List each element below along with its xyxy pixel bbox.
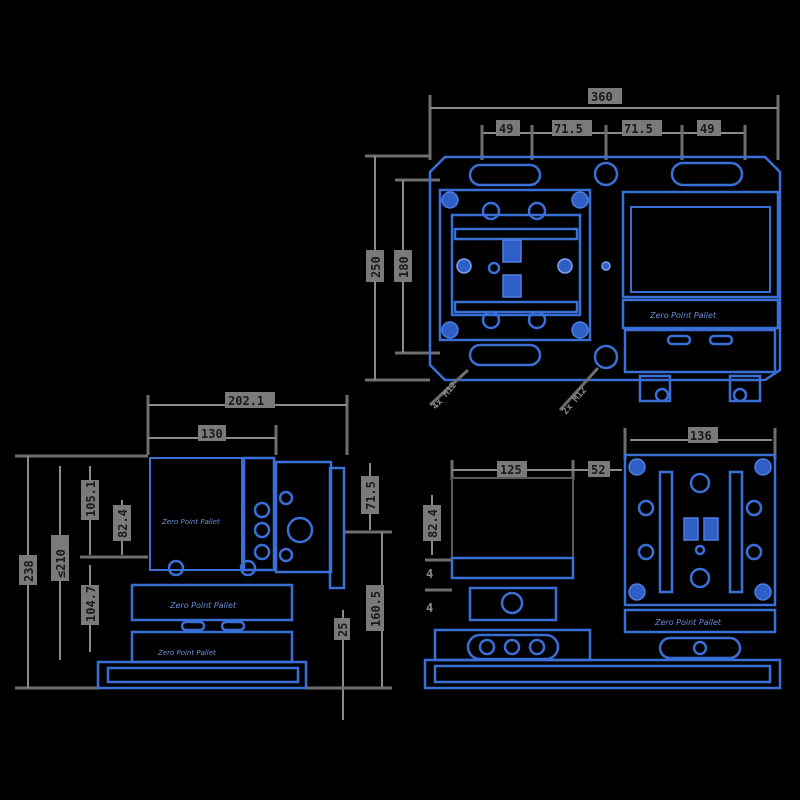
- dim-front-height-a: 82.4: [426, 509, 440, 538]
- dim-top-seg4: 49: [700, 122, 714, 136]
- plate-text-side-lower: Zero Point Pallet: [169, 601, 237, 610]
- plate-text-top-right: Zero Point Pallet: [649, 311, 717, 320]
- dim-side-lower-height: 104.7: [84, 586, 98, 622]
- plate-text-side-base: Zero Point Pallet: [157, 649, 216, 657]
- dim-front-left-width: 125: [500, 463, 522, 477]
- dim-top-overall-width: 360: [591, 90, 613, 104]
- dim-front-height-c: 4: [426, 601, 433, 615]
- dim-side-max-height: ≤210: [54, 549, 68, 578]
- dim-front-gap: 52: [591, 463, 605, 477]
- dim-top-seg2: 71.5: [554, 122, 583, 136]
- dim-top-inner-height: 180: [397, 256, 411, 278]
- dim-side-right-upper: 71.5: [364, 481, 378, 510]
- dim-side-upper-inner: 82.4: [116, 509, 130, 538]
- dim-top-seg1: 49: [499, 122, 513, 136]
- dim-side-overall-width: 202.1: [228, 394, 264, 408]
- side-view: 202.1 130 238 ≤210 105.1 82.4 104.7 71.5…: [15, 392, 392, 720]
- dim-front-right-width: 136: [690, 429, 712, 443]
- plate-text-side: Zero Point Pallet: [161, 518, 220, 526]
- plate-text-front: Zero Point Pallet: [654, 618, 722, 627]
- dim-front-height-b: 4: [426, 567, 433, 581]
- dim-side-inner-width: 130: [201, 427, 223, 441]
- dim-side-upper-height: 105.1: [84, 481, 98, 517]
- dim-top-seg3: 71.5: [624, 122, 653, 136]
- dim-top-overall-height: 250: [369, 256, 383, 278]
- dim-side-base: 25: [336, 623, 350, 637]
- front-view: 125 52 136 82.4 4 4: [423, 427, 782, 690]
- dim-side-overall-height: 238: [22, 560, 36, 582]
- callout-left: 4x M12: [431, 381, 460, 412]
- top-view: 360 49 71.5 71.5 49 250 180: [365, 88, 782, 417]
- callout-right: 2x M12: [561, 386, 590, 417]
- dim-side-right-lower: 160.5: [369, 591, 383, 627]
